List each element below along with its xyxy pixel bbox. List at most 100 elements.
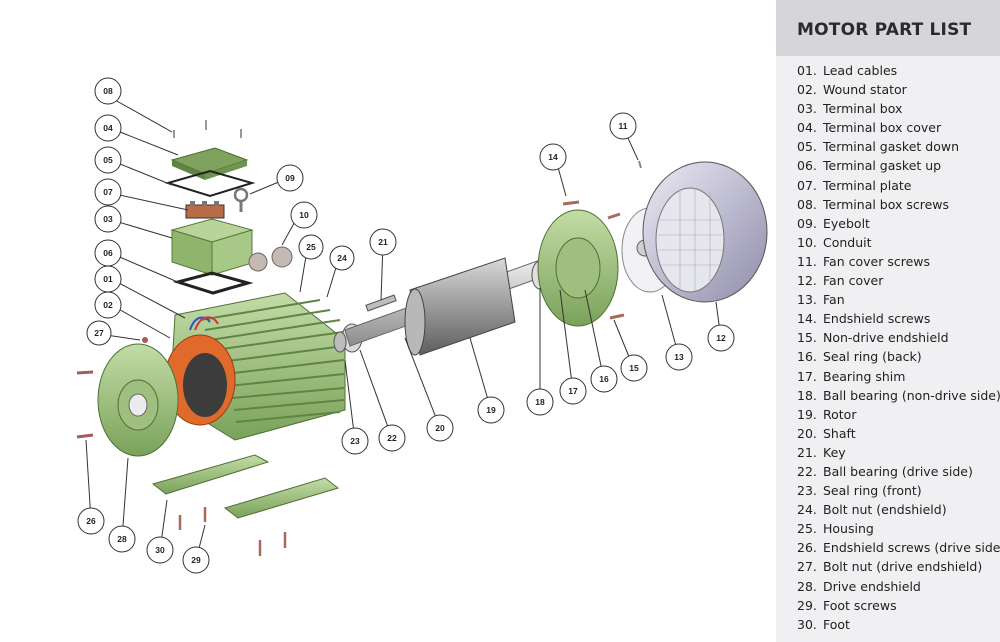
part-number: 02. (797, 82, 817, 98)
seal-ring-front (333, 331, 347, 353)
list-item: 17. Bearing shim (797, 367, 1000, 386)
part-number: 21. (797, 444, 817, 460)
callout-03: 03 (94, 205, 122, 233)
part-name: Lead cables (823, 63, 898, 78)
part-number: 29. (797, 597, 817, 613)
list-item: 04. Terminal box cover (797, 118, 1000, 137)
list-item: 22.Ball bearing (drive side) (797, 462, 1000, 481)
svg-text:10: 10 (299, 210, 309, 220)
svg-text:25: 25 (306, 242, 316, 252)
svg-text:07: 07 (103, 187, 113, 197)
part-name: Terminal gasket up (823, 158, 942, 174)
endshield-screws (562, 200, 625, 320)
part-name: Terminal box cover (823, 120, 942, 136)
part-name: Rotor (823, 406, 857, 422)
list-item: 06.Terminal gasket up (797, 156, 1000, 175)
part-name: Seal ring (back) (823, 349, 922, 365)
part-name: Terminal plate (823, 177, 912, 193)
foot-screws (178, 507, 287, 556)
part-number: 26. (797, 540, 817, 556)
callout-20: 20 (426, 414, 454, 442)
svg-text:06: 06 (103, 248, 113, 258)
wound-stator (164, 334, 236, 426)
callout-28: 28 (108, 525, 136, 553)
part-name: Eyebolt (823, 215, 870, 231)
part-name: Terminal box screws (823, 196, 950, 212)
svg-text:30: 30 (155, 545, 165, 555)
list-item: 27. Bolt nut (drive endshield) (797, 557, 1000, 576)
callout-01: 01 (94, 265, 122, 293)
callout-27: 27 (86, 320, 112, 346)
svg-text:03: 03 (103, 214, 113, 224)
list-item: 08.Terminal box screws (797, 195, 1000, 214)
list-item: 16. Seal ring (back) (797, 347, 1000, 366)
callout-11: 11 (609, 112, 637, 140)
svg-text:16: 16 (599, 374, 609, 384)
terminal-box (170, 218, 254, 276)
key (365, 294, 397, 312)
part-number: 14. (797, 311, 817, 327)
fan-cover-screws (638, 160, 642, 169)
list-item: 30. Foot (797, 615, 1000, 634)
svg-text:26: 26 (86, 516, 96, 526)
part-name: Terminal box (823, 101, 903, 117)
non-drive-endshield (537, 209, 619, 327)
part-name: Shaft (823, 425, 856, 441)
part-number: 10. (797, 234, 817, 250)
part-number: 04. (797, 120, 817, 136)
foot (151, 454, 340, 519)
list-item: 02.Wound stator (797, 80, 1000, 99)
list-item: 12.Fan cover (797, 271, 1000, 290)
conduit (248, 246, 293, 272)
eyebolt-icon (233, 187, 249, 212)
drive-endshield (97, 343, 179, 457)
part-number: 30. (797, 616, 817, 632)
part-name: Fan cover screws (823, 253, 930, 269)
part-number: 07. (797, 177, 817, 193)
callout-14: 14 (539, 143, 567, 171)
callout-06: 06 (94, 239, 122, 267)
list-item: 28.Drive endshield (797, 577, 1000, 596)
part-name: Drive endshield (823, 578, 921, 594)
callout-12: 12 (707, 324, 735, 352)
part-name: Bolt nut (drive endshield) (823, 559, 983, 575)
part-number: 17. (797, 368, 817, 384)
callout-24: 24 (329, 245, 355, 271)
part-list: 01.Lead cables 02.Wound stator 03.Termin… (797, 61, 1000, 634)
callout-15: 15 (620, 354, 648, 382)
part-number: 19. (797, 406, 817, 422)
list-item: 01.Lead cables (797, 61, 1000, 80)
callout-05: 05 (94, 146, 122, 174)
endshield-screws-drive-side (76, 370, 94, 439)
svg-text:17: 17 (568, 386, 578, 396)
svg-text:20: 20 (435, 423, 445, 433)
part-name: Foot (823, 616, 850, 632)
svg-text:22: 22 (387, 433, 397, 443)
list-item: 14.Endshield screws (797, 309, 1000, 328)
list-item: 18.Ball bearing (non-drive side) (797, 386, 1000, 405)
svg-text:19: 19 (486, 405, 496, 415)
part-number: 05. (797, 139, 817, 155)
callout-16: 16 (590, 365, 618, 393)
svg-text:12: 12 (716, 333, 726, 343)
callout-13: 13 (665, 343, 693, 371)
part-number: 16. (797, 349, 817, 365)
part-name: Ball bearing (drive side) (823, 463, 973, 479)
part-name: Endshield screws (drive side) (823, 540, 1000, 556)
part-number: 09. (797, 215, 817, 231)
part-name: Bearing shim (823, 368, 906, 384)
svg-text:09: 09 (285, 173, 295, 183)
part-name: Non-drive endshield (823, 330, 949, 346)
part-number: 27. (797, 559, 817, 575)
part-name: Foot screws (823, 597, 897, 613)
part-number: 23. (797, 483, 817, 499)
list-item: 19. Rotor (797, 405, 1000, 424)
callout-19: 19 (477, 396, 505, 424)
list-item: 07. Terminal plate (797, 176, 1000, 195)
part-number: 25. (797, 521, 817, 537)
list-item: 15.Non-drive endshield (797, 328, 1000, 347)
svg-text:27: 27 (94, 328, 104, 338)
list-item: 29. Foot screws (797, 596, 1000, 615)
terminal-box-screws (173, 120, 242, 138)
terminal-gasket-up (172, 271, 254, 295)
